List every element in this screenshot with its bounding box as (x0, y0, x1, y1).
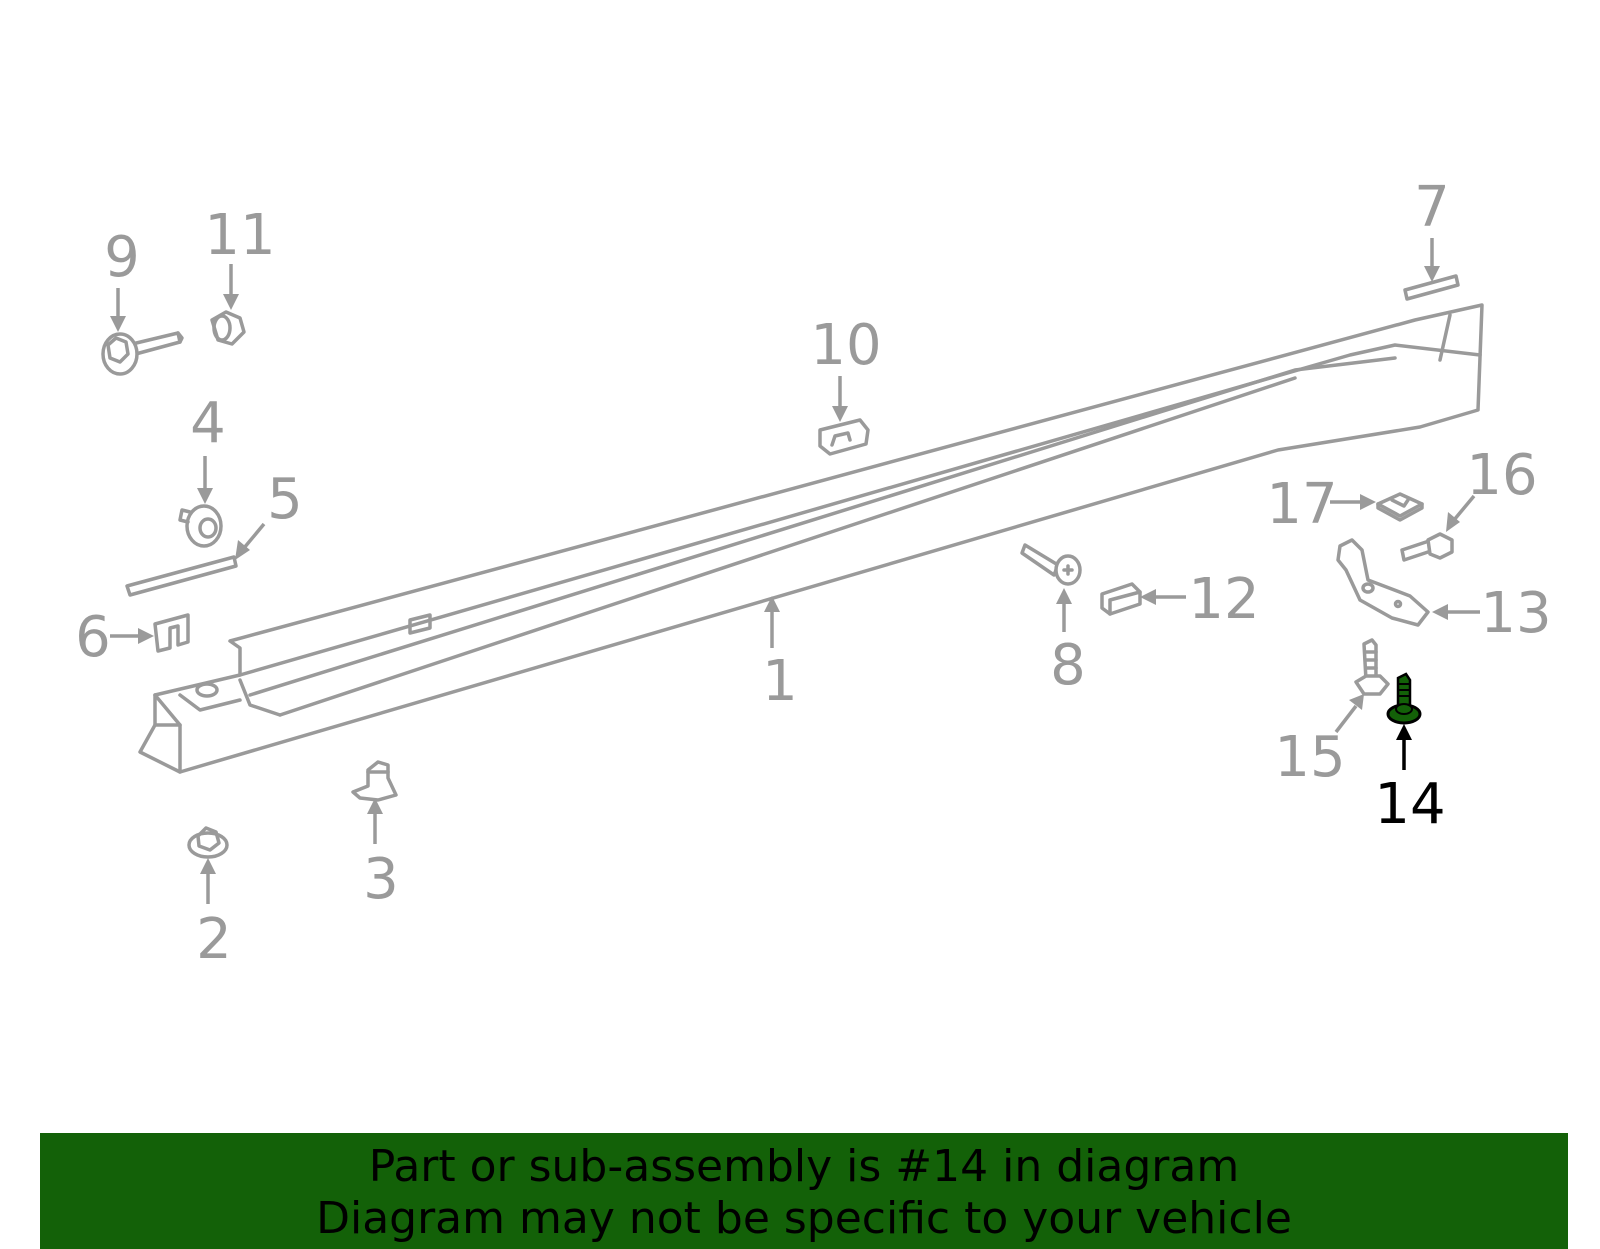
arrow-9 (110, 288, 126, 332)
callout-labels: 1 2 3 4 5 6 7 8 9 10 11 12 13 14 15 16 1… (75, 175, 1551, 972)
callout-8: 8 (1050, 633, 1086, 698)
part-5-strip (125, 555, 238, 597)
callout-7: 7 (1414, 175, 1450, 240)
part-1-rocker-moulding (138, 303, 1484, 774)
part-info-banner: Part or sub-assembly is #14 in diagram D… (40, 1133, 1568, 1249)
arrow-1 (764, 596, 780, 648)
callout-3: 3 (363, 847, 399, 912)
arrow-10 (832, 376, 848, 422)
arrow-5 (235, 522, 266, 560)
callout-10: 10 (810, 313, 881, 378)
arrow-16 (1446, 494, 1476, 532)
callout-16: 16 (1466, 443, 1537, 508)
part-4-grommet (178, 504, 223, 548)
part-6-clip (153, 613, 190, 653)
part-13-bracket (1336, 538, 1430, 627)
arrow-11 (223, 264, 239, 310)
callout-15: 15 (1274, 725, 1345, 790)
callout-14: 14 (1374, 772, 1445, 837)
part-17-clip (1376, 492, 1424, 522)
arrow-12 (1140, 589, 1186, 605)
part-8-screw (1020, 543, 1082, 586)
callout-17: 17 (1266, 472, 1337, 537)
arrow-3 (367, 798, 383, 844)
callout-6: 6 (75, 605, 111, 670)
arrow-8 (1056, 588, 1072, 632)
banner-line-2: Diagram may not be specific to your vehi… (316, 1193, 1292, 1244)
callout-12: 12 (1188, 567, 1259, 632)
callout-5: 5 (267, 467, 303, 532)
part-3-clip (351, 760, 398, 802)
callout-1: 1 (762, 649, 798, 714)
arrow-13 (1432, 604, 1480, 620)
banner-line-1: Part or sub-assembly is #14 in diagram (368, 1141, 1240, 1192)
part-7-strip (1403, 274, 1460, 301)
callout-2: 2 (196, 907, 232, 972)
arrow-4 (197, 456, 213, 504)
callout-9: 9 (104, 225, 140, 290)
arrow-17 (1330, 494, 1376, 510)
part-14-bolt (1386, 672, 1422, 725)
part-16-bolt (1400, 532, 1454, 562)
arrow-15 (1334, 694, 1364, 734)
callout-11: 11 (204, 203, 275, 268)
arrow-14 (1396, 724, 1412, 770)
callout-4: 4 (190, 391, 226, 456)
part-15-bolt (1354, 638, 1390, 696)
part-12-block (1100, 582, 1142, 616)
part-9-bolt (101, 331, 184, 376)
arrow-7 (1424, 238, 1440, 282)
callout-13: 13 (1480, 581, 1551, 646)
part-11-nut (210, 310, 246, 346)
arrow-2 (200, 858, 216, 904)
part-10-clip (818, 418, 870, 456)
part-2-nut (187, 826, 229, 859)
arrow-6 (110, 628, 154, 644)
leader-arrows (110, 238, 1480, 904)
